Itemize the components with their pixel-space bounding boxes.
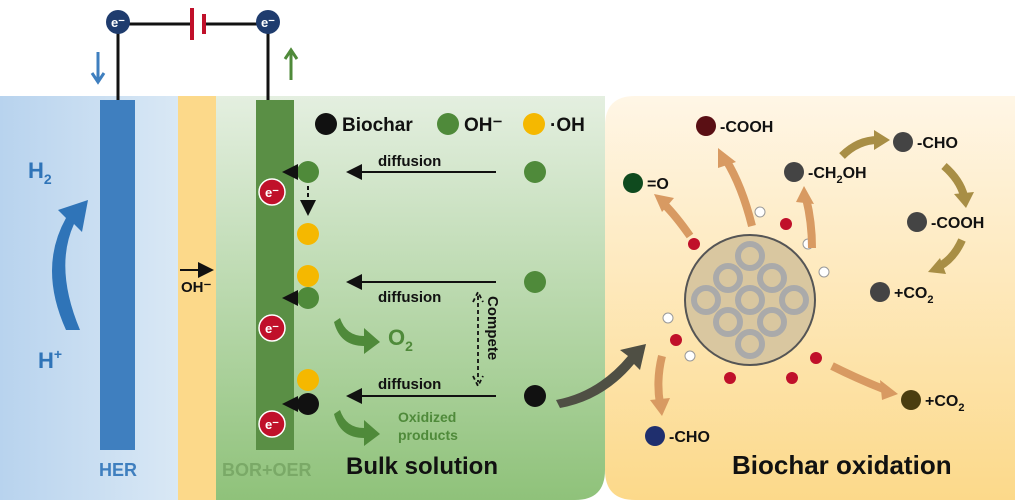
arrow-to-ch2oh-head: [796, 186, 814, 204]
cooh-top-icon: [696, 116, 716, 136]
ketone-icon: [623, 173, 643, 193]
electron-right-label: e⁻: [261, 15, 275, 30]
arrow-cooh-to-co2-head: [928, 258, 946, 274]
cathode-compartment: [0, 96, 178, 500]
oh-ion-on-anode-1: [297, 161, 319, 183]
cho-bottom-icon: [645, 426, 665, 446]
anode-electron-icon-3: [258, 410, 286, 438]
biochar-oxidation-title: Biochar oxidation: [732, 450, 952, 480]
down-arrow-icon: [90, 52, 106, 85]
o2-label: O2: [388, 325, 413, 354]
compete-label: Compete: [484, 296, 501, 360]
anode-label: BOR+OER: [222, 460, 312, 480]
up-arrow-icon: [283, 47, 299, 80]
legend-oh-ion-icon: [437, 113, 459, 135]
electron-left-icon: [106, 10, 130, 34]
cho-bottom-label: -CHO: [669, 429, 710, 446]
diffusion-label-1: diffusion: [378, 153, 441, 170]
arrow-to-cho-bottom: [654, 355, 666, 405]
hplus-label: H+: [38, 346, 62, 373]
bulk-biochar: [524, 385, 546, 407]
anode-electron-icon-2: [258, 314, 286, 342]
ketone-label: =O: [647, 176, 669, 193]
oh-radical-on-anode-1: [297, 223, 319, 245]
her-electrode: [100, 100, 135, 450]
legend-oh-radical-label: ·OH: [550, 115, 585, 136]
bulk-solution-title: Bulk solution: [346, 453, 498, 480]
bulk-oh-ion-2: [524, 271, 546, 293]
diffusion-label-2: diffusion: [378, 289, 441, 306]
arrow-to-ketone-head: [654, 194, 674, 212]
legend-biochar-label: Biochar: [342, 115, 413, 136]
oxidized-products-arrow: [334, 410, 380, 446]
electron-right-icon: [256, 10, 280, 34]
co2-right-label: +CO2: [925, 393, 964, 414]
oh-ion-on-anode-2: [297, 287, 319, 309]
oxidized-label-1: Oxidized: [398, 409, 456, 425]
biochar-on-anode: [297, 393, 319, 415]
arrow-to-co2-right-head: [880, 380, 898, 400]
legend-biochar-icon: [315, 113, 337, 135]
oxidized-label-2: products: [398, 427, 458, 443]
cooh-right-icon: [907, 212, 927, 232]
co2-top-icon: [870, 282, 890, 302]
anode-electron-icon-1: [258, 178, 286, 206]
ch2oh-label: -CH2OH: [808, 165, 867, 186]
arrow-ch2oh-to-cho-head: [874, 130, 890, 150]
transfer-arrow: [556, 344, 646, 408]
h2-label: H2: [28, 158, 52, 187]
anode-electrode: [256, 100, 294, 450]
anode-electron-label-2: e⁻: [265, 321, 279, 336]
h2-evolution-arrow: [52, 200, 88, 330]
cho-top-label: -CHO: [917, 135, 958, 152]
compete-double-arrow: [472, 289, 484, 389]
legend-oh-radical-icon: [523, 113, 545, 135]
legend-oh-ion-label: OH⁻: [464, 115, 503, 136]
arrow-cho-to-cooh-head: [954, 192, 974, 208]
bulk-oh-ion-1: [524, 161, 546, 183]
co2-right-icon: [901, 390, 921, 410]
membrane-oh-label: OH⁻: [181, 279, 212, 296]
cho-top-icon: [893, 132, 913, 152]
o2-evolution-arrow: [334, 318, 380, 354]
co2-top-label: +CO2: [894, 285, 933, 306]
arrow-to-cho-bottom-head: [650, 398, 670, 416]
anode-electron-label-3: e⁻: [265, 417, 279, 432]
cooh-right-label: -COOH: [931, 215, 984, 232]
anode-electron-label-1: e⁻: [265, 185, 279, 200]
diffusion-label-3: diffusion: [378, 376, 441, 393]
oh-radical-on-anode-2: [297, 265, 319, 287]
arrow-to-cooh-top: [722, 157, 756, 227]
her-label: HER: [99, 460, 137, 480]
ch2oh-icon: [784, 162, 804, 182]
cooh-top-label: -COOH: [720, 119, 773, 136]
membrane: [178, 96, 216, 500]
oh-radical-on-anode-3: [297, 369, 319, 391]
arrow-to-cooh-top-head: [718, 148, 736, 168]
biochar-particle: [662, 206, 830, 384]
electron-left-label: e⁻: [111, 15, 125, 30]
